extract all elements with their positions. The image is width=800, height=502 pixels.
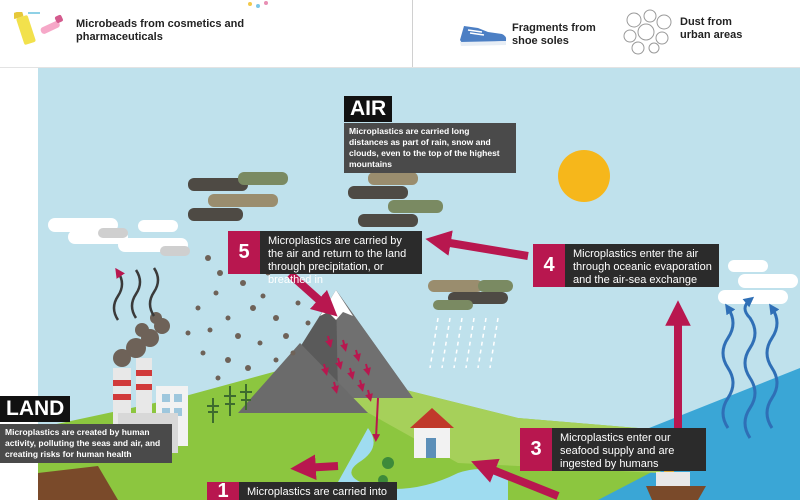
rain bbox=[429, 317, 499, 369]
river-arrow-thin bbox=[372, 397, 381, 442]
source-label-shoe-soles: Fragments from shoe soles bbox=[512, 22, 596, 47]
cycle-arrows bbox=[287, 230, 691, 500]
house bbox=[410, 408, 454, 458]
sun bbox=[558, 150, 610, 202]
source-label-urban-dust: Dust from urban areas bbox=[680, 16, 743, 41]
step-5-number: 5 bbox=[228, 231, 260, 274]
step-3-box: 3 Microplastics enter our seafood supply… bbox=[520, 428, 706, 471]
precipitation-on-mountain bbox=[321, 335, 373, 402]
step-1-text: Microplastics are carried into bbox=[247, 486, 387, 498]
cosmetics-tubes-icon bbox=[14, 12, 63, 45]
factory bbox=[113, 358, 188, 453]
air-heading: AIR bbox=[344, 96, 393, 122]
dust-icon bbox=[623, 9, 672, 55]
cloud-left-shade bbox=[98, 228, 190, 256]
sources-strip: Microbeads from cosmetics and pharmaceut… bbox=[0, 0, 800, 68]
step-4-box: 4 Microplastics enter the air through oc… bbox=[533, 244, 719, 287]
microbead-dots-decoration bbox=[248, 1, 268, 8]
evaporation-arrows bbox=[721, 296, 780, 439]
step-4-text: Microplastics enter the air through ocea… bbox=[573, 248, 712, 286]
sources-divider bbox=[412, 0, 413, 68]
river bbox=[328, 428, 508, 500]
rising-emissions bbox=[112, 267, 160, 321]
mountain-front bbox=[238, 343, 368, 413]
step-3-text: Microplastics enter our seafood supply a… bbox=[560, 432, 675, 470]
shoe-icon bbox=[460, 26, 507, 46]
source-label-microbeads: Microbeads from cosmetics and pharmaceut… bbox=[76, 18, 245, 43]
rain-cloud bbox=[428, 280, 513, 310]
step-3-number: 3 bbox=[520, 428, 552, 471]
land-note: Microplastics are created by human activ… bbox=[0, 424, 172, 463]
air-note: Microplastics are carried long distances… bbox=[344, 123, 516, 173]
step-5-box: 5 Microplastics are carried by the air a… bbox=[228, 231, 422, 286]
factory-smoke bbox=[113, 312, 170, 367]
land-cliff bbox=[38, 466, 118, 500]
step-1-box: 1 Microplastics are carried into bbox=[207, 481, 397, 501]
mountain-shade bbox=[336, 290, 413, 398]
trees bbox=[207, 384, 252, 423]
step-1-number: 1 bbox=[207, 481, 239, 501]
polluted-cloud-top bbox=[188, 172, 443, 227]
sources-bottom-rule bbox=[0, 67, 800, 68]
land-heading: LAND bbox=[0, 396, 71, 422]
step-5-text: Microplastics are carried by the air and… bbox=[268, 235, 407, 286]
step-4-number: 4 bbox=[533, 244, 565, 287]
